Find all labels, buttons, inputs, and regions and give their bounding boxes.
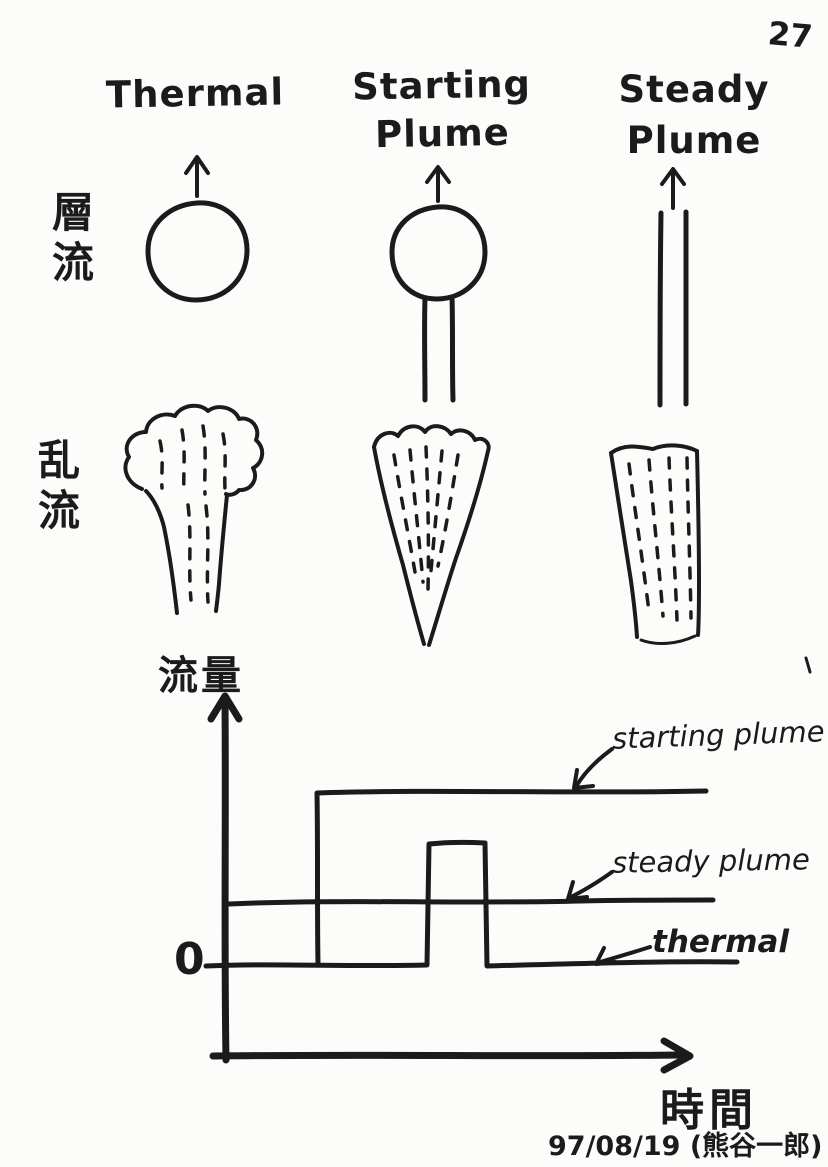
cone-top-outline xyxy=(372,424,491,453)
row-label-laminar: 層 流 xyxy=(52,188,95,288)
cone-right-edge xyxy=(427,449,490,647)
starting-plume-curve xyxy=(314,788,709,967)
column-heading-steady-plume: Steady Plume xyxy=(600,64,788,166)
hatch-texture xyxy=(221,432,227,491)
circle-outline xyxy=(389,204,488,302)
column-bottom-outline xyxy=(639,634,697,645)
hatch-texture xyxy=(647,458,665,618)
steady-plume-label-arrow xyxy=(569,870,614,899)
starting-plume-label-arrow xyxy=(575,747,614,787)
left-column-line xyxy=(657,210,664,408)
origin-label: 0 xyxy=(174,934,205,985)
heading-line: Steady xyxy=(618,68,770,111)
steady-plume-label-arrowhead xyxy=(566,880,589,901)
y-axis xyxy=(221,698,230,1064)
turbulent-steady-plume-sketch xyxy=(609,443,701,645)
hatch-texture xyxy=(204,504,210,604)
hatch-texture xyxy=(424,445,431,592)
date-signature: 97/08/19 (熊谷一郎) xyxy=(548,1131,823,1162)
stem-right-line xyxy=(449,294,456,403)
hatch-texture xyxy=(158,439,164,490)
starting-plume-label-arrowhead xyxy=(572,768,595,790)
hatch-texture xyxy=(667,456,679,622)
column-heading-thermal: Thermal xyxy=(100,70,291,116)
thermal-curve xyxy=(203,839,740,969)
column-left-edge xyxy=(609,451,639,639)
column-heading-starting-plume: Starting Plume xyxy=(351,60,533,159)
flow-rate-graph xyxy=(203,692,740,1074)
steady-plume-curve xyxy=(226,897,716,907)
heading-line: Starting xyxy=(351,62,532,109)
x-axis-label: 時間 xyxy=(660,1085,758,1136)
column-top-outline xyxy=(609,443,699,455)
thermal-label-arrowhead xyxy=(594,946,617,966)
up-arrowhead-icon xyxy=(425,165,451,184)
up-arrowhead-icon xyxy=(184,155,210,175)
hatch-texture xyxy=(186,503,193,602)
up-arrowhead-icon xyxy=(660,167,686,186)
hatch-texture xyxy=(627,462,651,614)
heading-line: Plume xyxy=(374,110,511,157)
hatch-texture xyxy=(685,456,693,620)
heading-line: Plume xyxy=(626,119,762,163)
circle-outline xyxy=(145,200,250,303)
annotation-thermal: thermal xyxy=(652,924,790,960)
heading-line: Thermal xyxy=(105,70,285,117)
laminar-starting-plume-sketch xyxy=(389,165,488,403)
annotation-steady-plume: steady plume xyxy=(611,842,811,880)
laminar-steady-plume-sketch xyxy=(657,167,689,408)
turbulent-thermal-sketch xyxy=(123,403,265,615)
x-axis xyxy=(209,1051,686,1060)
thermal-label-arrow xyxy=(598,945,652,964)
row-label-turbulent: 乱 流 xyxy=(38,436,81,536)
hatch-texture xyxy=(428,449,444,584)
cone-left-edge xyxy=(372,445,426,646)
turbulent-starting-plume-sketch xyxy=(372,424,491,647)
hatch-texture xyxy=(180,428,186,494)
y-axis-label: 流量 xyxy=(158,653,244,699)
stray-mark xyxy=(804,656,812,674)
y-axis-arrowhead xyxy=(207,692,243,723)
mushroom-stem-left xyxy=(144,489,179,615)
hatch-texture xyxy=(201,424,207,496)
page-number: 27 xyxy=(766,14,815,56)
hatch-texture xyxy=(408,448,425,584)
laminar-thermal-sketch xyxy=(145,155,250,303)
x-axis-arrowhead xyxy=(660,1037,694,1074)
mushroom-stem-right xyxy=(214,493,229,613)
column-right-edge xyxy=(695,449,701,637)
mushroom-cap-outline xyxy=(123,403,265,497)
